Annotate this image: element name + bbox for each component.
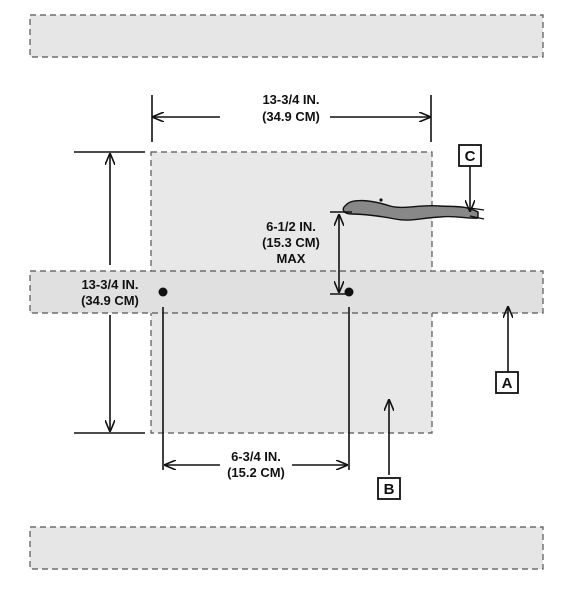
cable <box>342 199 479 221</box>
offset-dim-label-3: MAX <box>277 251 306 266</box>
mounting-hole-right <box>344 287 354 297</box>
left-dim-label-2: (34.9 CM) <box>81 293 139 308</box>
offset-dim-label-2: (15.3 CM) <box>262 235 320 250</box>
callout-a-label: A <box>502 375 513 392</box>
top-stud <box>29 14 544 58</box>
top-dim-label-2: (34.9 CM) <box>262 109 320 124</box>
spacing-dim-label-2: (15.2 CM) <box>227 465 285 480</box>
mounting-hole-left <box>158 287 168 297</box>
cable-dot <box>379 198 383 202</box>
callout-b-label: B <box>384 481 395 498</box>
callout-a-box <box>495 371 519 394</box>
spacing-dim-label-1: 6-3/4 IN. <box>231 449 281 464</box>
bottom-stud <box>29 526 544 570</box>
middle-stud <box>29 270 544 314</box>
callout-b-box <box>377 477 401 500</box>
offset-dim-label-1: 6-1/2 IN. <box>266 219 316 234</box>
left-dim-label-1: 13-3/4 IN. <box>81 277 138 292</box>
callout-c-label: C <box>465 148 476 165</box>
top-dim-label-1: 13-3/4 IN. <box>262 92 319 107</box>
